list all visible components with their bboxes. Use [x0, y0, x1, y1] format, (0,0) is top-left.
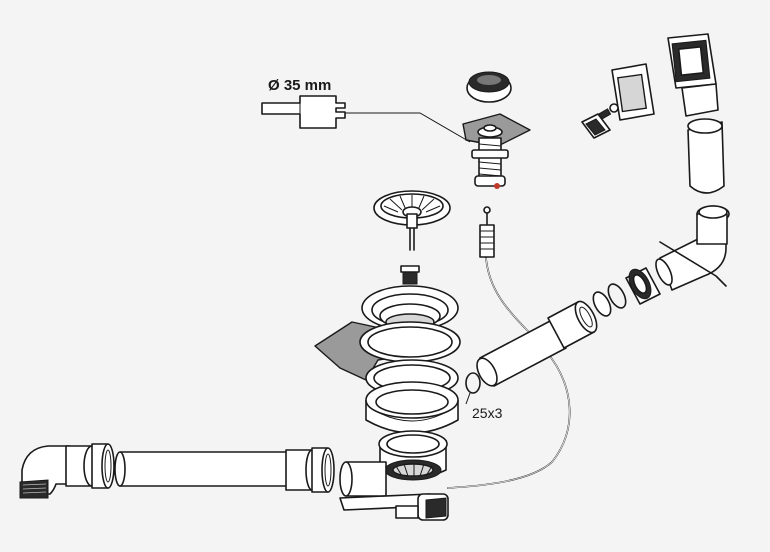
o-ring-icon [465, 372, 481, 394]
callout-leader-line [345, 112, 471, 143]
cap-icon [477, 75, 501, 85]
overflow-vertical-pipe [687, 118, 725, 194]
overflow-pipe [476, 267, 661, 387]
tube-gauge-drawing [261, 95, 346, 129]
bowden-cable [447, 206, 571, 489]
horizontal-drain-pipe [114, 447, 335, 493]
left-elbow [19, 443, 115, 499]
o-ring-callout: 25x3 [465, 372, 503, 421]
control-knob-assembly [462, 71, 531, 189]
strainer-basket [373, 190, 451, 285]
red-marker-icon [494, 183, 500, 189]
overflow-elbow [655, 205, 730, 291]
diameter-label: Ø 35 mm [268, 77, 331, 94]
gasket-size-label: 25x3 [472, 405, 503, 421]
overflow-head [581, 33, 719, 139]
sink-outlet-stack [314, 285, 461, 521]
hole-size-callout: Ø 35 mm [261, 77, 471, 143]
